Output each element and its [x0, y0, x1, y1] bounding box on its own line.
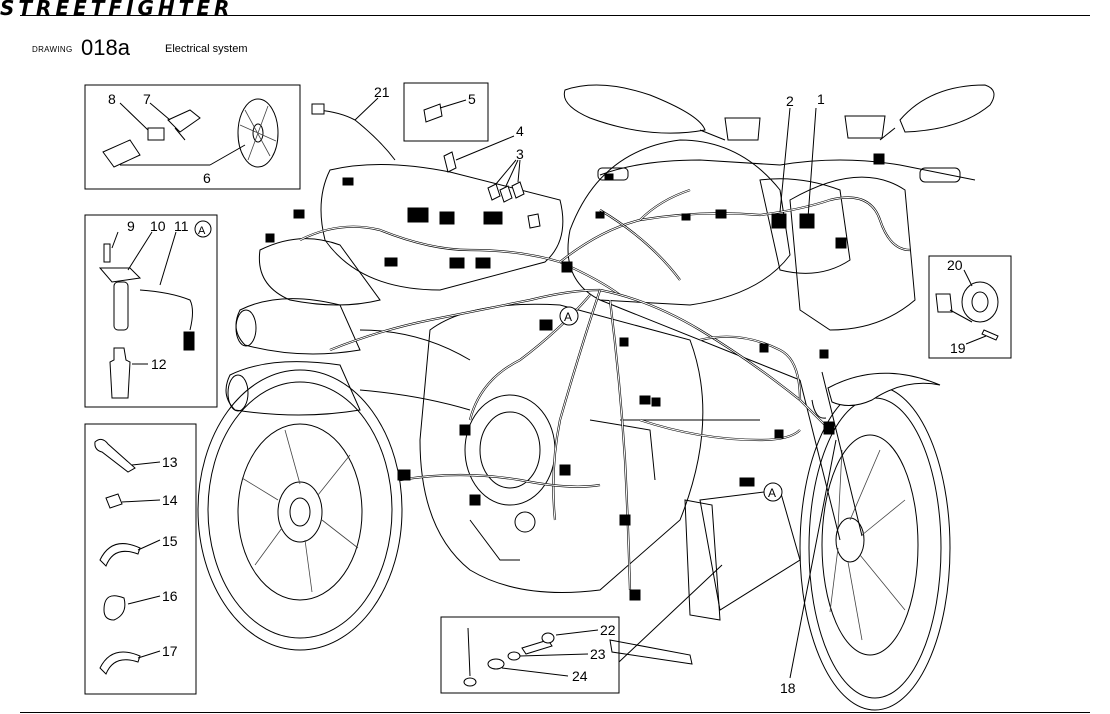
callout-11: 11 [174, 218, 189, 234]
inset-box-13-17 [84, 423, 197, 695]
inset-horn-group: 20 19 [928, 255, 1012, 359]
ground-eyelet [463, 677, 477, 687]
callout-20: 20 [947, 257, 963, 273]
part-21-connector [311, 103, 325, 115]
left-mirror [563, 84, 726, 141]
exhaust-system [225, 298, 471, 416]
callout-22: 22 [600, 622, 616, 638]
inset-sensor-group: 8 7 6 [84, 84, 301, 190]
part-3-fuse-b [499, 185, 513, 203]
reference-a-marker-lower-label: A [768, 486, 776, 500]
part-23-washer [507, 651, 521, 661]
seat-tail [320, 164, 564, 291]
callout-5: 5 [468, 91, 476, 107]
reference-a-marker-upper [559, 306, 579, 326]
part-4-relay [443, 151, 457, 173]
callout-1: 1 [817, 91, 825, 107]
part-5-fuse [423, 103, 443, 123]
part-13-tie [94, 438, 136, 473]
inset-fuse-group: 5 [403, 82, 489, 142]
engine [419, 303, 704, 593]
reference-a-marker-lower [763, 482, 783, 502]
callout-10: 10 [150, 218, 166, 234]
callout-13: 13 [162, 454, 178, 470]
part-12-spark-plug [109, 347, 131, 399]
part-22-bolt-shaft [521, 639, 553, 655]
callout-19: 19 [950, 340, 966, 356]
callout-21: 21 [374, 84, 390, 100]
drawing-label: DRAWING [32, 45, 73, 54]
callout-24: 24 [572, 668, 588, 684]
callout-16: 16 [162, 588, 178, 604]
inset-ground-group: 22 23 24 [440, 564, 723, 694]
part-7-sensor [167, 109, 201, 141]
radiator [684, 499, 721, 621]
inset-box-6-8 [84, 84, 301, 190]
inset-box-5 [403, 82, 489, 142]
callout-23: 23 [590, 646, 606, 662]
part-15-clamp [99, 543, 141, 567]
leader-lines [779, 107, 837, 679]
tail-section [258, 238, 381, 306]
wiring-harness [265, 153, 911, 601]
parts-3-4: 4 3 [443, 123, 541, 229]
inset-clips-group: 13 14 15 16 17 [84, 423, 197, 695]
part-3-fuse-d [527, 213, 541, 229]
callout-6: 6 [203, 170, 211, 186]
ground-cable [467, 627, 471, 677]
fuel-tank [567, 139, 791, 306]
inset-ignition-group: 9 10 11 A 12 [84, 214, 218, 408]
motorcycle-illustration [197, 84, 995, 711]
front-fender [827, 372, 941, 406]
part-16-clamp [103, 595, 126, 621]
callout-3: 3 [516, 146, 524, 162]
part-8-clip [147, 127, 165, 141]
part-14-clip [105, 493, 123, 509]
inset-box-22-24 [440, 616, 620, 694]
inset-box-19-20 [928, 255, 1012, 359]
inset-box-9-12 [84, 214, 218, 408]
callout-7: 7 [143, 91, 151, 107]
part-9-screw [103, 243, 111, 263]
header-rule [20, 15, 1090, 16]
callout-17: 17 [162, 643, 178, 659]
part-6-disc [237, 98, 279, 168]
front-wheel [799, 385, 951, 711]
instrument-bracket [759, 178, 851, 274]
drawing-number: 018a [81, 35, 130, 60]
part-24-washer [487, 658, 505, 670]
callout-15: 15 [162, 533, 178, 549]
part-19-bolt [981, 329, 999, 341]
drawing-title: Electrical system [165, 43, 248, 55]
callout-18: 18 [780, 680, 796, 696]
part-10-bracket [98, 267, 142, 283]
part-11-coil [113, 281, 129, 331]
part-8-connector [102, 139, 141, 168]
part-11-plug [183, 331, 195, 351]
callout-12: 12 [151, 356, 167, 372]
reference-a-circle [194, 220, 212, 238]
footer-rule [20, 712, 1090, 713]
reference-a-label: A [198, 225, 206, 237]
callout-4: 4 [516, 123, 524, 139]
part-3-fuse-a [487, 183, 501, 201]
callout-2: 2 [786, 93, 794, 109]
part-20-horn [961, 281, 999, 323]
callout-14: 14 [162, 492, 178, 508]
callout-8: 8 [108, 91, 116, 107]
handlebars [597, 115, 976, 183]
part-20-bracket [935, 293, 953, 313]
part-21-lead: 21 [311, 84, 396, 161]
part-22-bolt-head [541, 632, 555, 644]
side-fairing [789, 176, 916, 331]
right-mirror [879, 84, 995, 141]
rear-wheel [197, 369, 403, 651]
callout-9: 9 [127, 218, 135, 234]
reference-a-marker-upper-label: A [564, 310, 572, 324]
part-17-clamp [99, 651, 141, 675]
part-3-fuse-c [511, 181, 525, 199]
side-stand [609, 639, 693, 665]
part-21-cable [317, 109, 396, 161]
